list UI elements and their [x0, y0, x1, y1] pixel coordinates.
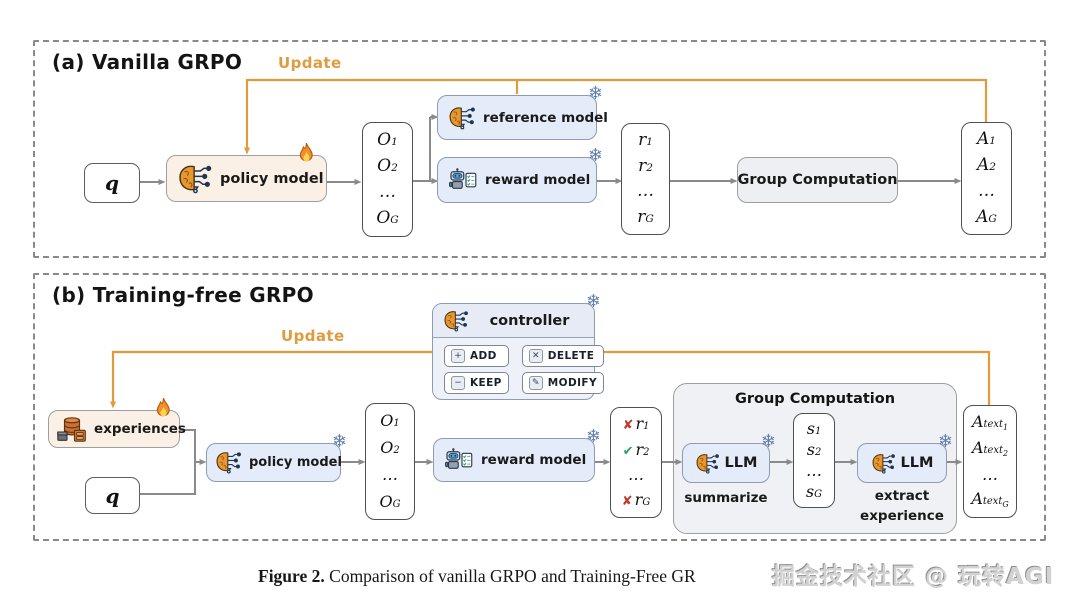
policy-model-b: policy model ❄ — [206, 433, 347, 482]
wire-o-branch-a — [413, 117, 431, 182]
controller-button-keep: −KEEP — [444, 372, 509, 394]
brain-circuit-icon — [448, 106, 476, 130]
math-item: … — [382, 464, 398, 484]
controller-header: controller — [433, 304, 594, 338]
snowflake-icon: ❄ — [331, 431, 347, 452]
q-input-b: q — [85, 477, 140, 514]
reference-model: reference model ❄ — [437, 85, 608, 140]
fire-icon — [297, 142, 316, 165]
update-wire-a — [244, 78, 988, 155]
figure-caption: Figure 2. Comparison of vanilla GRPO and… — [258, 566, 696, 587]
update-wire-controller-to-experiences — [110, 350, 432, 409]
database-icon — [57, 416, 87, 443]
modify-icon: ✎ — [528, 376, 543, 390]
panel-b-title: (b) Training-free GRPO — [52, 283, 314, 307]
brain-circuit-icon — [695, 453, 720, 474]
math-item: … — [978, 180, 995, 201]
controller-buttons: +ADD ✕DELETE −KEEP ✎MODIFY — [433, 338, 604, 401]
robot-checklist-icon — [448, 168, 478, 192]
group-computation-a: Group Computation — [737, 157, 898, 203]
keep-icon: − — [451, 376, 465, 390]
group-computation-title: Group Computation — [734, 391, 896, 407]
snowflake-icon: ❄ — [585, 291, 601, 312]
snowflake-icon: ❄ — [937, 431, 953, 452]
panel-a-title: (a) Vanilla GRPO — [52, 50, 243, 74]
panel-vanilla-grpo — [33, 40, 1046, 258]
caption-text: Comparison of vanilla GRPO and Training-… — [329, 566, 696, 586]
snowflake-icon: ❄ — [587, 145, 603, 166]
math-item: … — [379, 182, 396, 203]
controller-button-add: +ADD — [444, 345, 509, 367]
q-input-a: q — [84, 163, 140, 203]
cross-icon: ✘ — [621, 493, 633, 509]
reward-model-b: reward model ❄ — [433, 428, 601, 482]
snowflake-icon: ❄ — [760, 431, 776, 452]
brain-circuit-icon — [215, 451, 242, 474]
brain-circuit-icon — [871, 453, 896, 474]
brain-circuit-icon — [177, 164, 213, 194]
math-item: … — [806, 461, 822, 481]
snowflake-icon: ❄ — [585, 426, 601, 447]
watermark: 掘金技术社区 @ 玩转AGI — [772, 564, 1055, 590]
llm-extract-caption: extract experience — [860, 488, 944, 524]
fire-icon — [154, 397, 173, 420]
check-icon: ✔ — [622, 443, 634, 459]
q-label-a: q — [105, 171, 119, 195]
controller-button-delete: ✕DELETE — [521, 345, 604, 367]
math-item: … — [982, 464, 998, 484]
add-icon: + — [451, 349, 465, 363]
controller-button-modify: ✎MODIFY — [521, 372, 604, 394]
panel-training-free-grpo — [33, 273, 1046, 541]
llm-extract-experience: LLM ❄ — [857, 433, 953, 483]
math-item: … — [628, 465, 644, 485]
math-item: … — [637, 181, 654, 202]
cross-icon: ✘ — [622, 418, 634, 434]
q-label-b: q — [105, 483, 120, 508]
policy-model-a: policy model — [166, 155, 327, 202]
llm-summarize: LLM ❄ — [682, 433, 776, 483]
robot-checklist-icon — [444, 448, 474, 472]
brain-circuit-icon — [443, 310, 469, 332]
llm-summarize-caption: summarize — [684, 490, 768, 506]
update-wire-atext-to-controller — [594, 349, 991, 405]
figure-number: Figure 2. — [258, 566, 325, 586]
update-label-b: Update — [281, 327, 345, 345]
controller: controller +ADD ✕DELETE −KEEP ✎MODIFY ❄ — [432, 293, 604, 401]
experiences: experiences — [48, 410, 186, 448]
delete-icon: ✕ — [528, 349, 543, 363]
update-label-a: Update — [278, 54, 342, 72]
snowflake-icon: ❄ — [587, 83, 603, 104]
reward-model-a: reward model ❄ — [437, 147, 603, 203]
